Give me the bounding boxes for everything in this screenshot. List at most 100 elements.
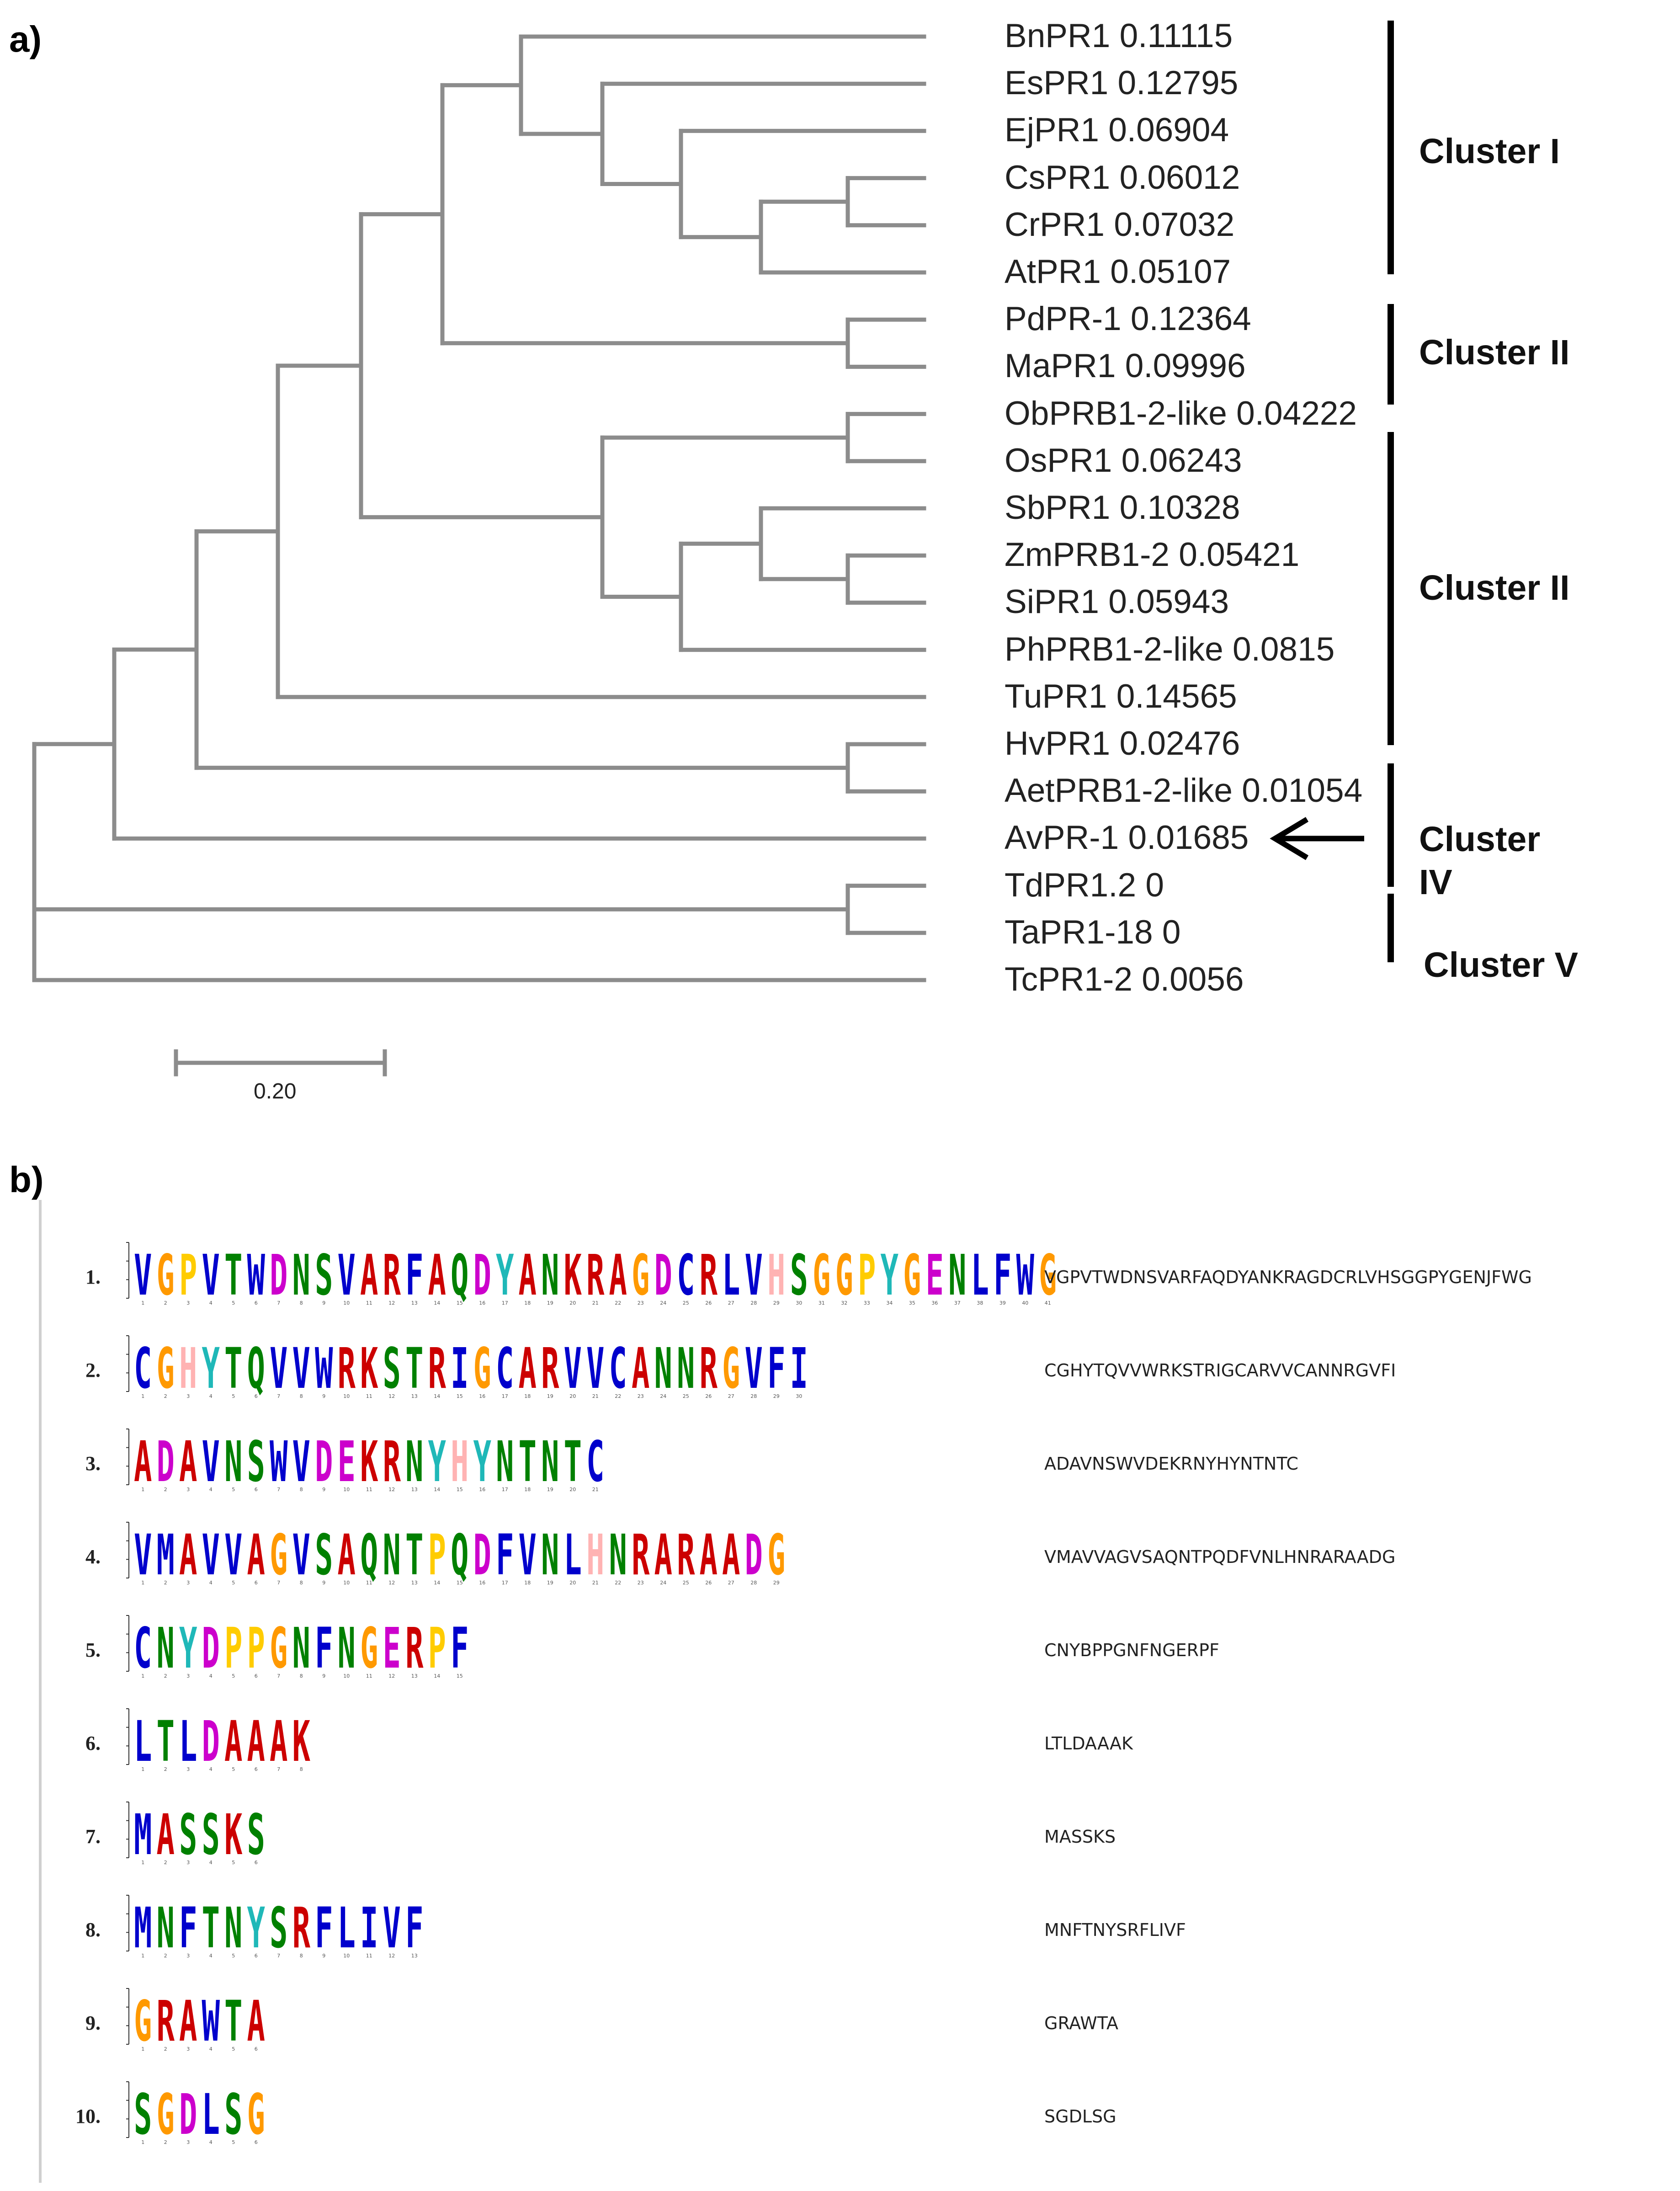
- logo-position-tick: 13: [411, 1580, 418, 1586]
- logo-position-tick: 4: [209, 2139, 213, 2145]
- logo-position-tick: 15: [457, 1393, 463, 1399]
- logo-residue: N: [224, 1430, 242, 1494]
- logo-residue: R: [292, 1896, 311, 1960]
- logo-position-tick: 4: [209, 1860, 213, 1866]
- logo-position-tick: 12: [388, 1673, 395, 1679]
- logo-position-tick: 26: [705, 1580, 712, 1586]
- logo-position-tick: 1: [141, 1673, 144, 1679]
- logo-residue: D: [473, 1243, 491, 1307]
- logo-residue: M: [134, 1803, 152, 1867]
- logo-residue: T: [564, 1430, 582, 1494]
- motif-consensus-sequence: LTLDAAAK: [1044, 1733, 1133, 1754]
- logo-residue: A: [247, 1989, 265, 2053]
- logo-residue: G: [360, 1616, 378, 1680]
- logo-residue: N: [383, 1523, 401, 1587]
- logo-residue: A: [654, 1523, 672, 1587]
- logo-position-tick: 12: [388, 1393, 395, 1399]
- logo-position-tick: 2: [164, 1580, 167, 1586]
- logo-position-tick: 10: [343, 1580, 350, 1586]
- logo-residue: E: [926, 1243, 944, 1307]
- tree-leaf-label: CrPR1 0.07032: [1005, 206, 1235, 243]
- logo-position-tick: 12: [388, 1580, 395, 1586]
- logo-residue: F: [767, 1337, 785, 1401]
- logo-bits-axis: [126, 1242, 129, 1299]
- logo-position-tick: 18: [524, 1580, 531, 1586]
- logo-residue: F: [496, 1523, 514, 1587]
- logo-position-tick: 6: [255, 1580, 258, 1586]
- logo-position-tick: 16: [479, 1300, 485, 1306]
- logo-residue: T: [224, 1337, 242, 1401]
- logo-position-tick: 6: [255, 1673, 258, 1679]
- logo-position-tick: 9: [322, 1580, 325, 1586]
- logo-position-tick: 25: [683, 1580, 689, 1586]
- logo-residue: G: [270, 1523, 287, 1587]
- logo-residue: A: [360, 1243, 378, 1307]
- logo-residue: F: [405, 1243, 423, 1307]
- logo-residue: V: [586, 1337, 604, 1401]
- highlight-arrow-icon: [1270, 817, 1364, 860]
- logo-position-tick: 13: [411, 1953, 418, 1959]
- motif-consensus-sequence: CNYBPPGNFNGERPF: [1044, 1640, 1219, 1660]
- logo-position-tick: 7: [277, 1766, 280, 1772]
- logo-position-tick: 1: [141, 1580, 144, 1586]
- logo-residue: N: [292, 1616, 310, 1680]
- logo-position-tick: 14: [434, 1580, 440, 1586]
- logo-residue: R: [541, 1337, 559, 1401]
- logo-position-tick: 6: [255, 1766, 258, 1772]
- logo-residue: R: [428, 1337, 447, 1401]
- logo-residue: N: [292, 1243, 310, 1307]
- logo-residue: D: [654, 1243, 672, 1307]
- tree-leaf-label: SbPR1 0.10328: [1005, 489, 1240, 526]
- tree-leaf-label: HvPR1 0.02476: [1005, 725, 1240, 762]
- logo-residue: Y: [881, 1243, 899, 1307]
- logo-position-tick: 8: [300, 1487, 303, 1493]
- logo-residue: V: [745, 1337, 763, 1401]
- logo-residue: D: [745, 1523, 763, 1587]
- logo-position-tick: 12: [388, 1953, 395, 1959]
- logo-residue: R: [405, 1616, 424, 1680]
- logo-position-tick: 5: [232, 1953, 235, 1959]
- logo-residue: D: [202, 1710, 220, 1774]
- logo-position-tick: 23: [638, 1393, 644, 1399]
- logo-position-tick: 20: [569, 1487, 576, 1493]
- logo-position-tick: 8: [300, 1580, 303, 1586]
- logo-position-tick: 9: [322, 1673, 325, 1679]
- logo-residue: H: [451, 1430, 468, 1494]
- logo-residue: V: [292, 1430, 310, 1494]
- logo-residue: V: [202, 1523, 220, 1587]
- logo-residue: N: [541, 1523, 559, 1587]
- logo-position-tick: 3: [186, 1393, 190, 1399]
- logo-residue: N: [157, 1616, 175, 1680]
- cluster-label-1: Cluster I: [1419, 132, 1560, 171]
- logo-position-tick: 11: [366, 1580, 372, 1586]
- logo-position-tick: 23: [638, 1300, 644, 1306]
- logo-residue: F: [405, 1896, 423, 1960]
- logo-position-tick: 18: [524, 1487, 531, 1493]
- logo-position-tick: 17: [502, 1300, 508, 1306]
- logo-position-tick: 17: [502, 1487, 508, 1493]
- logo-residue: R: [677, 1523, 695, 1587]
- logo-position-tick: 17: [502, 1393, 508, 1399]
- logo-position-tick: 3: [186, 2046, 190, 2052]
- logo-position-tick: 30: [796, 1300, 802, 1306]
- logo-bits-axis: [126, 1615, 129, 1672]
- logo-residue: A: [179, 1989, 197, 2053]
- logo-position-tick: 24: [660, 1300, 666, 1306]
- logo-position-tick: 14: [434, 1300, 440, 1306]
- logo-position-tick: 5: [232, 1393, 235, 1399]
- cluster-bar-1: [1388, 21, 1394, 274]
- logo-position-tick: 2: [164, 1487, 167, 1493]
- tree-leaf-label: OsPR1 0.06243: [1005, 442, 1242, 479]
- panel-b-label: b): [9, 1159, 44, 1200]
- logo-residue: G: [835, 1243, 853, 1307]
- logo-position-tick: 20: [569, 1393, 576, 1399]
- logo-residue: G: [813, 1243, 830, 1307]
- logo-residue: K: [564, 1243, 582, 1307]
- logo-residue: W: [1016, 1243, 1035, 1307]
- logo-residue: S: [202, 1803, 220, 1867]
- motif-consensus-sequence: MASSKS: [1044, 1827, 1116, 1847]
